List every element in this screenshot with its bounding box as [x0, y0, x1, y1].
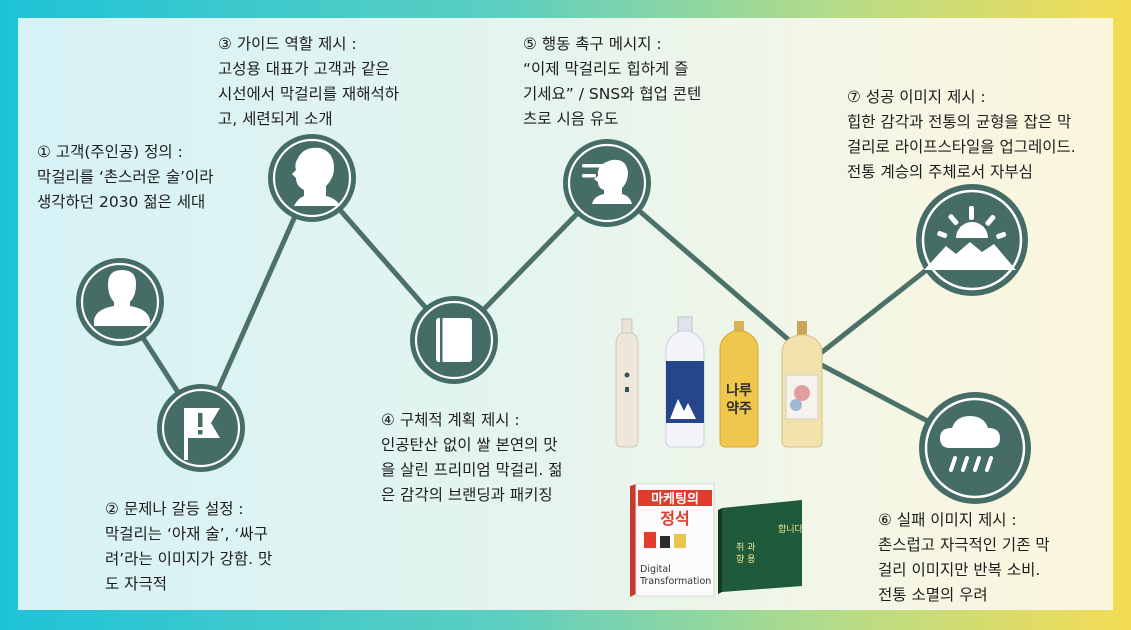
- book-cover-green: 합니다 취 과 향 용: [718, 500, 804, 594]
- step-5-text: ⑤ 행동 촉구 메시지 : “이제 막걸리도 힙하게 즐 기세요” / SNS와…: [523, 32, 721, 132]
- node-customer: [76, 258, 164, 346]
- book-icon: [436, 318, 472, 362]
- node-guide: [268, 134, 356, 222]
- bottle-4: [781, 321, 823, 448]
- book1-title-1: 마케팅의: [651, 491, 699, 507]
- step-2-text: ② 문제나 갈등 설정 : 막걸리는 ‘아재 술’, ‘싸구 려’라는 이미지가…: [105, 497, 305, 597]
- step-4-body-2: 을 살린 프리미엄 막걸리. 젊: [381, 461, 563, 479]
- step-2-body-3: 도 자극적: [105, 575, 167, 593]
- step-3-text: ③ 가이드 역할 제시 : 고성용 대표가 고객과 같은 시선에서 막걸리를 재…: [218, 32, 430, 132]
- step-7-body-3: 전통 계승의 주체로서 자부심: [847, 163, 1033, 181]
- bottle-3: 나루 약주: [719, 321, 759, 448]
- step-6-text: ⑥ 실패 이미지 제시 : 촌스럽고 자극적인 기존 막 걸리 이미지만 반복 …: [878, 508, 1076, 608]
- rain-cloud-icon: [940, 416, 1000, 472]
- step-2-body-1: 막걸리는 ‘아재 술’, ‘싸구: [105, 525, 268, 543]
- step-2-body-2: 려’라는 이미지가 강함. 맛: [105, 550, 273, 568]
- step-3-body-2: 시선에서 막걸리를 재해석하: [218, 85, 399, 103]
- step-6-title: ⑥ 실패 이미지 제시 :: [878, 511, 1017, 529]
- step-6-body-3: 전통 소멸의 우려: [878, 586, 988, 604]
- step-1-body-2: 생각하던 2030 젊은 세대: [37, 193, 206, 211]
- bottle-1: [615, 318, 639, 448]
- node-plan: [410, 296, 498, 384]
- book2-title-1: 합니다: [778, 524, 804, 535]
- step-4-title: ④ 구체적 계획 제시 :: [381, 411, 520, 429]
- sunrise-mountain-icon: [924, 206, 1016, 270]
- step-4-text: ④ 구체적 계획 제시 : 인공탄산 없이 쌀 본연의 맛 을 살린 프리미엄 …: [381, 408, 585, 508]
- node-failure: [919, 392, 1031, 504]
- book-cover: 마케팅의 정석 Digital Transformation: [630, 483, 715, 597]
- step-7-body-1: 힙한 감각과 전통의 균형을 잡은 막: [847, 113, 1072, 131]
- flag-icon: [184, 408, 220, 460]
- book2-title-3: 향 용: [736, 553, 755, 565]
- step-1-body-1: 막걸리를 ‘촌스러운 술’이라: [37, 168, 214, 186]
- makgeolli-bottles-image: 나루 약주: [615, 316, 823, 448]
- step-1-title: ① 고객(주인공) 정의 :: [37, 143, 183, 161]
- step-5-title: ⑤ 행동 촉구 메시지 :: [523, 35, 662, 53]
- marketing-books-image: 마케팅의 정석 Digital Transformation 합니다 취 과 향…: [630, 483, 804, 597]
- bottle-2: [665, 316, 705, 448]
- step-7-text: ⑦ 성공 이미지 제시 : 힙한 감각과 전통의 균형을 잡은 막 걸리로 라이…: [847, 85, 1109, 185]
- step-3-body-3: 고, 세련되게 소개: [218, 110, 333, 128]
- step-7-title: ⑦ 성공 이미지 제시 :: [847, 88, 986, 106]
- person-icon: [94, 270, 150, 326]
- node-call-to-action: [563, 139, 651, 227]
- step-2-title: ② 문제나 갈등 설정 :: [105, 500, 244, 518]
- bottle-3-label-top: 나루: [726, 383, 752, 399]
- step-3-body-1: 고성용 대표가 고객과 같은: [218, 60, 390, 78]
- book1-subtitle-2: Transformation: [639, 576, 711, 587]
- content-panel: [18, 18, 1113, 610]
- person-head-icon: [292, 147, 340, 206]
- step-6-body-2: 걸리 이미지만 반복 소비.: [878, 561, 1041, 579]
- step-5-body-3: 츠로 시음 유도: [523, 110, 619, 128]
- node-conflict: [157, 384, 245, 472]
- step-7-body-2: 걸리로 라이프스타일을 업그레이드.: [847, 138, 1076, 156]
- step-4-body-3: 은 감각의 브랜딩과 패키징: [381, 486, 553, 504]
- book2-title-2: 취 과: [736, 542, 755, 553]
- step-5-body-1: “이제 막걸리도 힙하게 즐: [523, 60, 689, 78]
- step-3-title: ③ 가이드 역할 제시 :: [218, 35, 357, 53]
- step-4-body-1: 인공탄산 없이 쌀 본연의 맛: [381, 436, 558, 454]
- step-1-text: ① 고객(주인공) 정의 : 막걸리를 ‘촌스러운 술’이라 생각하던 2030…: [37, 140, 242, 215]
- book1-subtitle-1: Digital: [640, 564, 671, 575]
- node-success: [916, 184, 1028, 296]
- connector-lines: [117, 173, 976, 448]
- bottle-3-label-bottom: 약주: [726, 400, 752, 417]
- step-5-body-2: 기세요” / SNS와 협업 콘텐: [523, 85, 702, 103]
- step-6-body-1: 촌스럽고 자극적인 기존 막: [878, 536, 1050, 554]
- speaking-person-icon: [582, 159, 632, 204]
- book1-title-2: 정석: [660, 509, 689, 528]
